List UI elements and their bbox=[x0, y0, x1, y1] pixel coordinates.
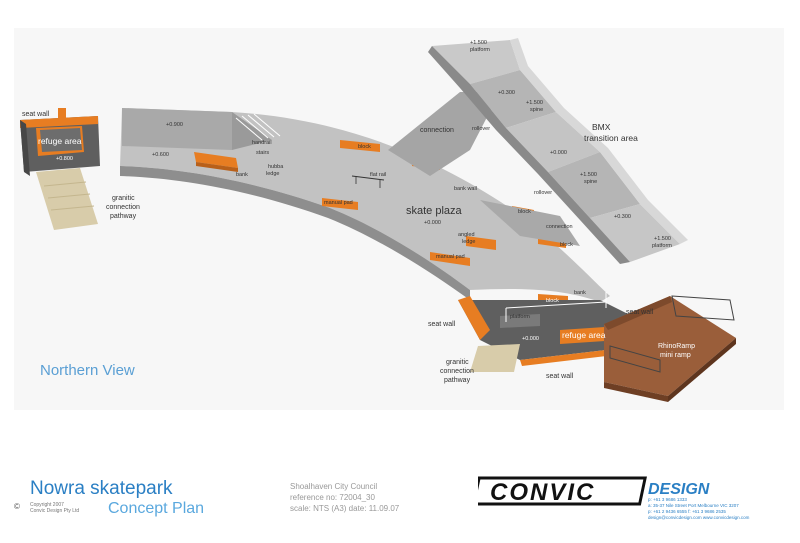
label-flat-rail: flat rail bbox=[370, 172, 386, 178]
skate-plaza-slab bbox=[120, 108, 610, 302]
rhino-mini-ramp bbox=[604, 295, 736, 402]
label-platform-top: platform bbox=[470, 47, 490, 53]
label-rollover-1: rollover bbox=[472, 126, 490, 132]
stairs bbox=[235, 113, 281, 141]
label-spine-2: spine bbox=[584, 179, 597, 185]
label-connection-2: connection bbox=[546, 224, 573, 230]
label-manual-pad-2: manual pad bbox=[436, 254, 465, 260]
label-elev-plaza: +0.000 bbox=[424, 220, 441, 226]
label-elev-bmx-0000: +0.000 bbox=[550, 150, 567, 156]
label-handrail: handrail bbox=[252, 140, 272, 146]
label-granitic-south: granitic connection pathway bbox=[440, 359, 476, 384]
copyright-text: Copyright 2007 Convic Design Pty Ltd bbox=[30, 502, 80, 514]
label-bank-west: bank bbox=[236, 172, 248, 178]
granitic-pathway-west bbox=[36, 168, 98, 230]
label-seat-wall-se: seat wall bbox=[626, 309, 654, 316]
label-granitic-west: granitic connection pathway bbox=[106, 195, 142, 220]
label-angled-ledge: angled ledge bbox=[458, 232, 476, 245]
label-spine-1: spine bbox=[530, 107, 543, 113]
label-elev-south: +0.000 bbox=[522, 336, 539, 342]
label-platform-bottom: platform bbox=[652, 243, 672, 249]
label-elev-0600: +0.600 bbox=[152, 152, 169, 158]
label-elev-1500-spine2: +1.500 bbox=[580, 172, 597, 178]
label-block-top: block bbox=[358, 144, 371, 150]
label-elev-0300-b: +0.300 bbox=[614, 214, 631, 220]
label-elev-refuge-west: +0.800 bbox=[56, 156, 73, 162]
label-elev-0900: +0.900 bbox=[166, 122, 183, 128]
copyright-symbol: © bbox=[14, 502, 20, 511]
label-connection-1: connection bbox=[420, 127, 454, 134]
logo-wordmark-right: DESIGN bbox=[648, 481, 710, 498]
convic-design-logo: CONVIC DESIGN bbox=[478, 476, 710, 506]
reference-block: Shoalhaven City Council reference no: 72… bbox=[290, 481, 399, 514]
label-stairs: stairs bbox=[256, 150, 269, 156]
label-bank-south: bank bbox=[574, 290, 586, 296]
refuge-area-west bbox=[20, 108, 100, 176]
label-block-mid: block bbox=[518, 209, 531, 215]
label-bmx-title: BMX transition area bbox=[584, 122, 638, 143]
label-rollover-2: rollover bbox=[534, 190, 552, 196]
view-title: Northern View bbox=[40, 362, 135, 379]
bmx-transition-area bbox=[388, 38, 688, 264]
label-refuge-area-west: refuge area bbox=[38, 136, 82, 146]
label-manual-pad-1: manual pad bbox=[324, 200, 353, 206]
client-name: Shoalhaven City Council bbox=[290, 482, 378, 491]
label-hubba-ledge: hubba ledge bbox=[266, 164, 285, 177]
logo-contact: p: +61 3 9686 1333 a: 35-37 Nile Street … bbox=[648, 497, 750, 520]
label-rhino-ramp: RhinoRamp mini ramp bbox=[658, 343, 697, 359]
label-seat-wall-s1: seat wall bbox=[428, 321, 456, 328]
label-block-south: block bbox=[546, 298, 559, 304]
label-refuge-area-south: refuge area bbox=[562, 330, 606, 340]
project-subtitle: Concept Plan bbox=[108, 500, 205, 517]
logo-wordmark-left: CONVIC bbox=[490, 479, 595, 506]
label-platform-south: platform bbox=[510, 314, 530, 320]
label-block-right: block bbox=[560, 242, 573, 248]
granitic-pathway-south bbox=[470, 344, 520, 372]
reference-number: reference no: 72004_30 bbox=[290, 493, 375, 502]
scale-date: scale: NTS (A3) date: 11.09.07 bbox=[290, 504, 400, 513]
project-title: Nowra skatepark bbox=[30, 478, 173, 499]
label-elev-1500-spine1: +1.500 bbox=[526, 100, 543, 106]
label-bank-wall: bank wall bbox=[454, 186, 477, 192]
label-elev-1500-top: +1.500 bbox=[470, 40, 487, 46]
label-seat-wall-nw: seat wall bbox=[22, 111, 50, 118]
label-elev-1500-bottom: +1.500 bbox=[654, 236, 671, 242]
label-elev-0300: +0.300 bbox=[498, 90, 515, 96]
label-seat-wall-s2: seat wall bbox=[546, 373, 574, 380]
label-skate-plaza: skate plaza bbox=[406, 205, 463, 217]
